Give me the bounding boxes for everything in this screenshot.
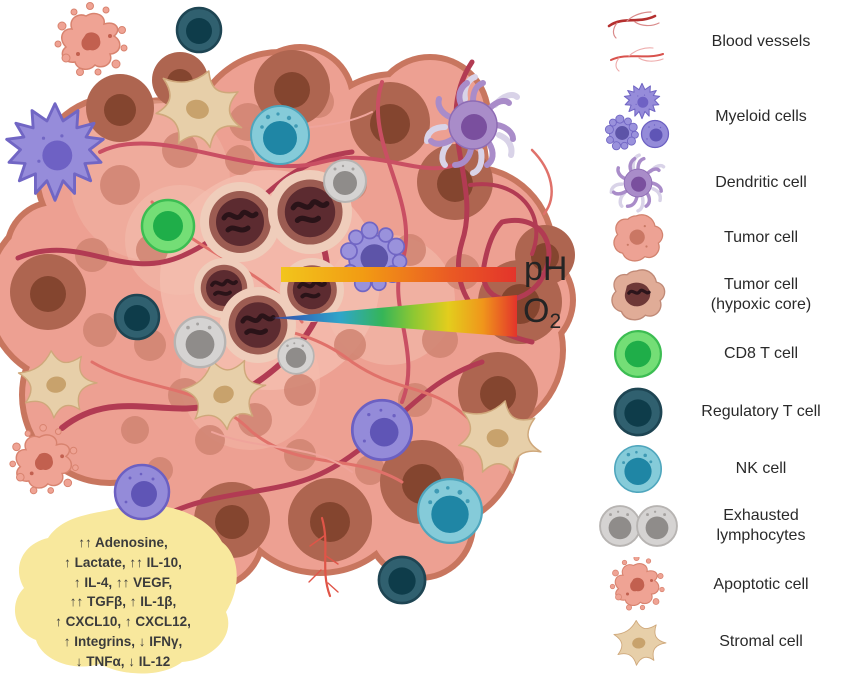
legend-label: Myeloid cells: [715, 108, 807, 126]
o2-subscript: 2: [549, 310, 562, 333]
regulatory-t-cell-1: [175, 6, 223, 54]
cytokine-line: ↑ IL-4, ↑↑ VEGF,: [73, 574, 173, 590]
legend-label: Dendritic cell: [715, 174, 807, 192]
cytokine-callout-text: ↑↑ Adenosine, ↑ Lactate, ↑↑ IL-10, ↑ IL-…: [28, 533, 218, 672]
legend-item-exhausted-lymphocytes: Exhausted lymphocytes: [597, 496, 843, 556]
tumor-cell-hypoxic-core-icon: [597, 268, 679, 322]
legend-label: Tumor cell (hypoxic core): [710, 276, 812, 313]
o2-gradient-wedge: [272, 295, 517, 337]
legend-item-apoptotic-cell: Apoptotic cell: [597, 556, 843, 614]
apoptotic-cell-icon: [597, 557, 679, 613]
tumor-cell-icon: [597, 213, 679, 263]
legend-item-dendritic-cell: Dendritic cell: [597, 152, 843, 214]
legend-item-tumor-cell: Tumor cell: [597, 212, 843, 264]
legend: Blood vessels Myeloid cells Dendritic ce…: [597, 4, 843, 670]
legend-item-blood-vessels: Blood vessels: [597, 4, 843, 80]
myeloid-cell-round-2: [350, 398, 414, 462]
cytokine-line: ↑ Lactate, ↑↑ IL-10,: [64, 554, 182, 570]
stromal-cell-icon: [597, 615, 679, 669]
nk-cell-2: [417, 478, 483, 545]
cytokine-callout-blob: [14, 504, 237, 674]
legend-label: Tumor cell: [723, 229, 799, 247]
legend-item-tumor-cell-hypoxic-core: Tumor cell (hypoxic core): [597, 264, 843, 326]
cytokine-line: ↑↑ TGFβ, ↑ IL-1β,: [69, 594, 177, 610]
legend-label: Regulatory T cell: [701, 403, 821, 421]
cytokine-line: ↓ TNFα, ↓ IL-12: [75, 653, 171, 669]
cd8-t-cell: [140, 198, 196, 254]
cytokine-line: ↑↑ Adenosine,: [78, 535, 168, 550]
legend-label: Stromal cell: [719, 633, 803, 651]
o2-label: O2: [523, 294, 561, 332]
regulatory-t-cell-icon: [597, 386, 679, 438]
exhausted-lymphocyte-2: [173, 315, 227, 369]
cytokine-line: ↑ CXCL10, ↑ CXCL12,: [55, 614, 191, 630]
dendritic-cell-icon: [597, 152, 679, 214]
o2-base: O: [523, 292, 550, 330]
nk-cell-icon: [597, 443, 679, 495]
legend-item-regulatory-t-cell: Regulatory T cell: [597, 382, 843, 442]
legend-item-stromal-cell: Stromal cell: [597, 614, 843, 670]
apoptotic-cell-1: [54, 1, 128, 77]
legend-label: NK cell: [735, 460, 787, 478]
myeloid-cell-round-1: [113, 463, 171, 521]
cd8-t-cell-icon: [597, 328, 679, 380]
exhausted-lymphocyte-1: [323, 159, 367, 203]
legend-label: Blood vessels: [711, 33, 811, 51]
capillary-tree: [308, 516, 339, 598]
legend-label: Apoptotic cell: [713, 576, 809, 594]
ph-label: pH: [524, 250, 568, 288]
blood-vessels-icon: [597, 10, 679, 74]
legend-item-cd8-t-cell: CD8 T cell: [597, 326, 843, 382]
ph-gradient-bar: [281, 267, 516, 282]
exhausted-lymphocyte-3: [277, 337, 315, 375]
legend-item-nk-cell: NK cell: [597, 442, 843, 496]
legend-label: Exhausted lymphocytes: [716, 507, 806, 544]
legend-item-myeloid-cells: Myeloid cells: [597, 80, 843, 154]
legend-label: CD8 T cell: [723, 345, 799, 363]
cytokine-line: ↑ Integrins, ↓ IFNγ,: [63, 633, 183, 649]
regulatory-t-cell-3: [377, 555, 427, 605]
exhausted-lymphocytes-icon: [597, 503, 679, 549]
nk-cell-1: [250, 105, 310, 165]
myeloid-cells-icon: [597, 81, 679, 153]
regulatory-t-cell-2: [113, 293, 161, 341]
